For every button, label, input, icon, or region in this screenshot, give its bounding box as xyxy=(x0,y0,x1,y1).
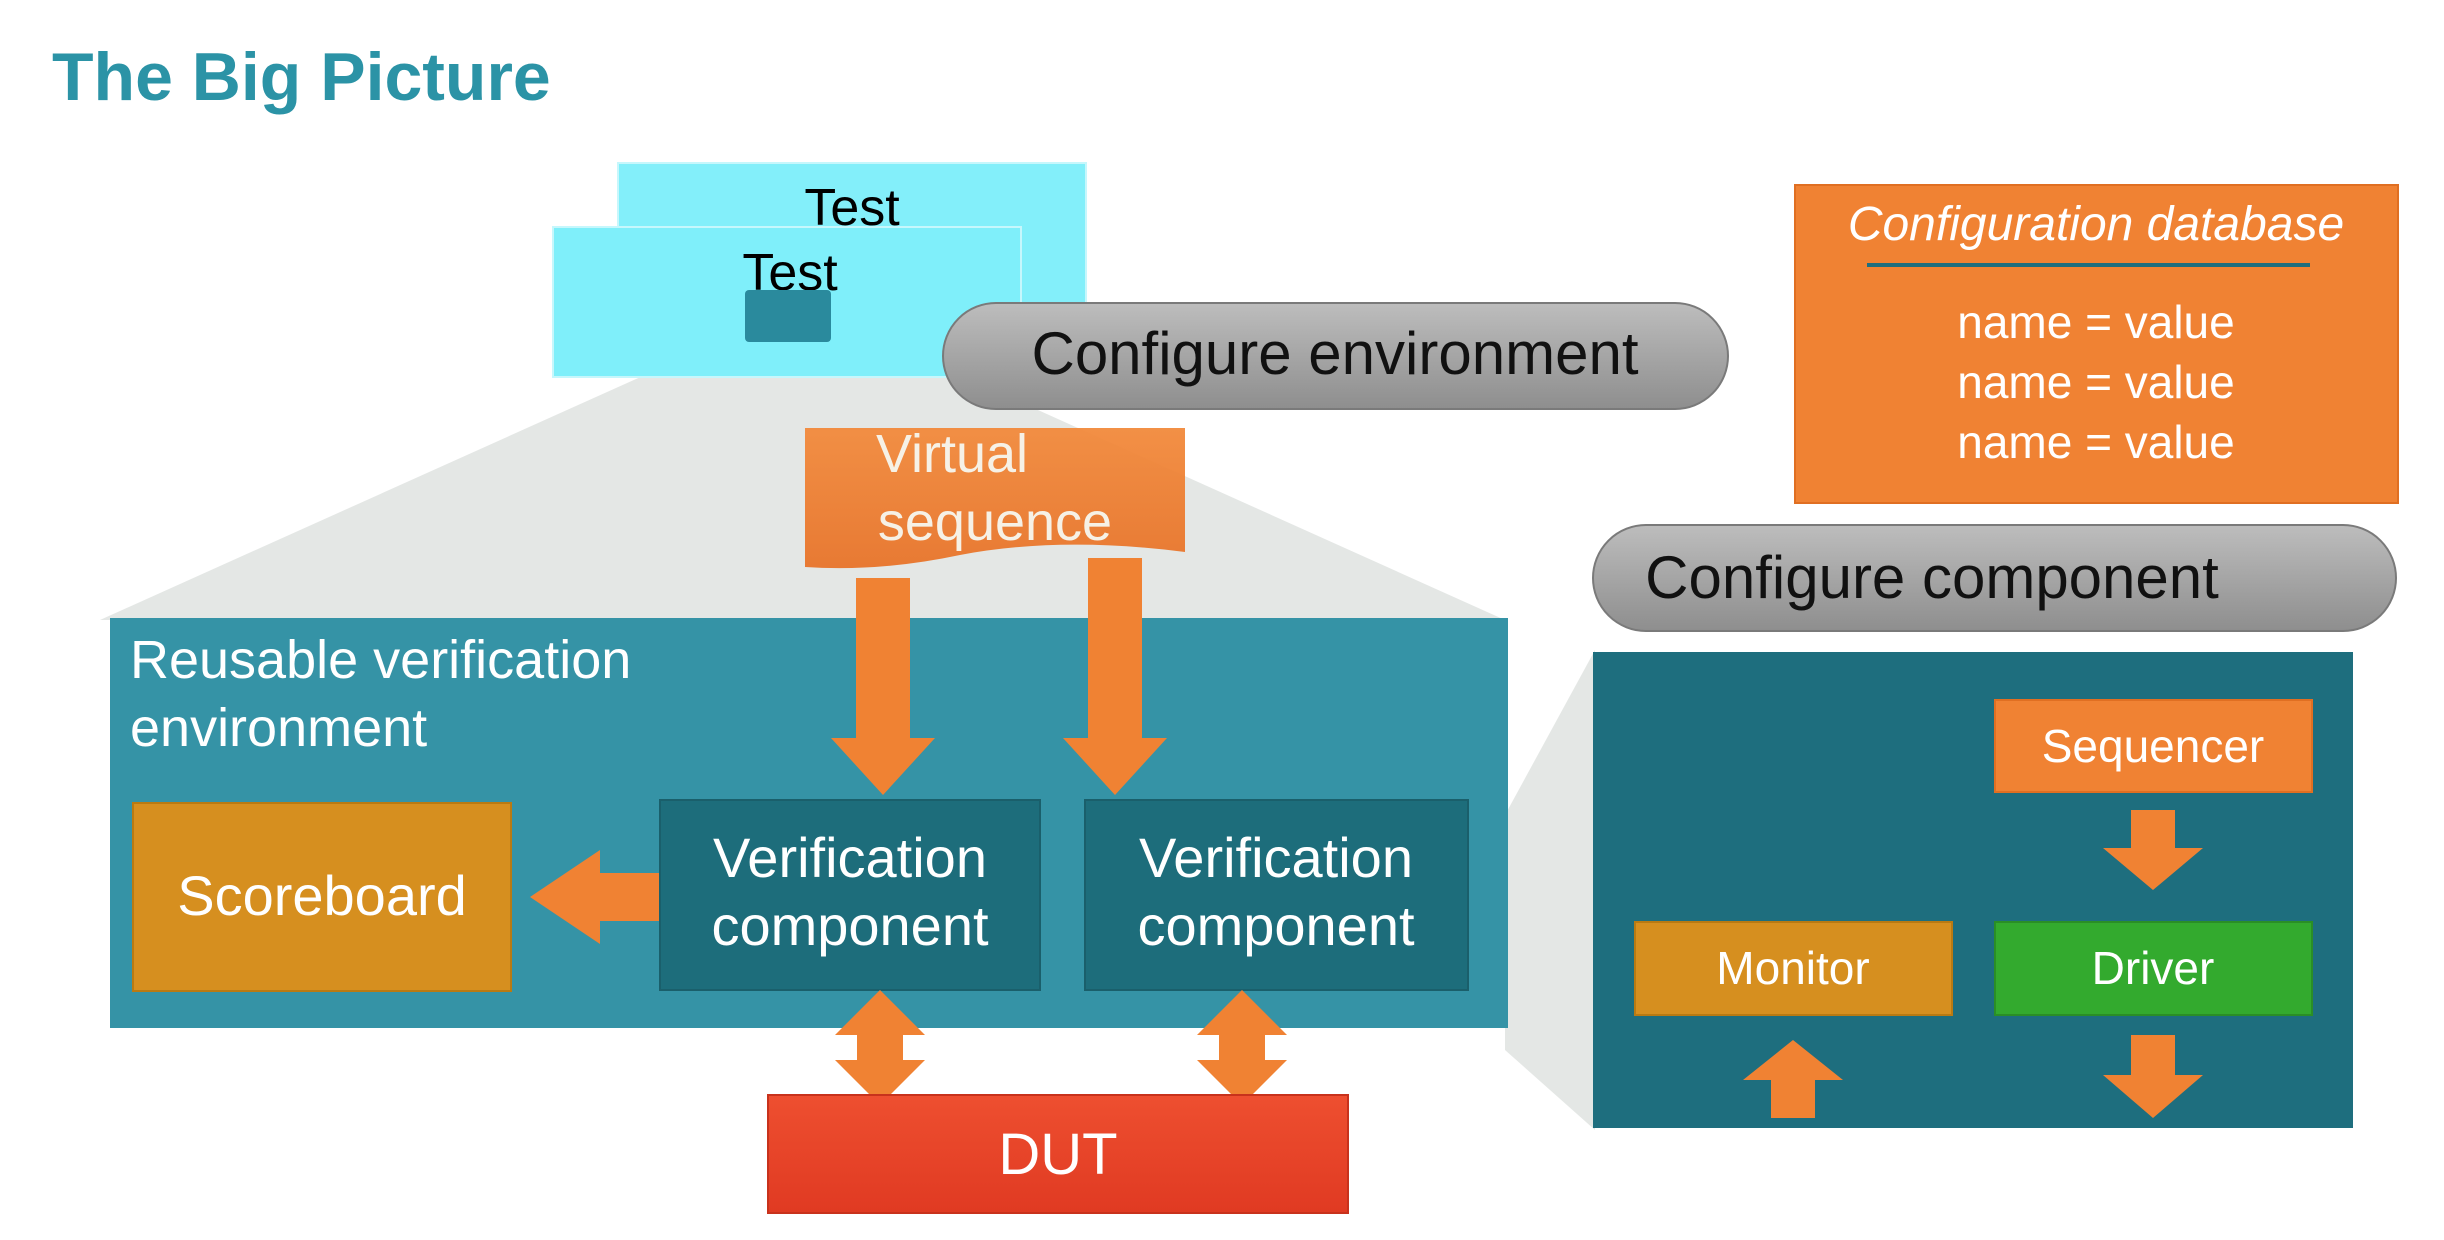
scoreboard-label: Scoreboard xyxy=(177,864,467,927)
dut-box xyxy=(767,1094,1349,1214)
config-database-entry-1: name = value xyxy=(1957,296,2234,348)
sequencer-box xyxy=(1994,699,2313,793)
driver-output-arrow xyxy=(2103,1035,2203,1118)
sequencer-driver-arrow xyxy=(2103,810,2203,890)
verification-component-1-line1: Verification xyxy=(713,826,987,889)
monitor-box xyxy=(1634,921,1953,1016)
verification-component-2-line2: component xyxy=(1137,894,1415,957)
driver-label: Driver xyxy=(2092,942,2215,994)
virtual-sequence-line2: sequence xyxy=(878,492,1112,552)
virtual-sequence-arrow-left xyxy=(831,578,935,795)
virtual-sequence-box xyxy=(805,428,1185,569)
dut-label: DUT xyxy=(998,1122,1117,1187)
configure-component-pill xyxy=(1592,524,2397,632)
config-database-title: Configuration database xyxy=(1848,198,2344,251)
configure-environment-pill xyxy=(942,302,1729,410)
dut-arrow-right xyxy=(1197,990,1287,1105)
environment-label-line1: Reusable verification xyxy=(130,630,631,690)
driver-box xyxy=(1994,921,2313,1016)
verification-component-2 xyxy=(1084,799,1469,991)
environment-label-line2: environment xyxy=(130,698,427,758)
verification-component-2-line1: Verification xyxy=(1139,826,1413,889)
config-database-entry-3: name = value xyxy=(1957,416,2234,468)
verification-component-1 xyxy=(659,799,1041,991)
zoom-wedge-component xyxy=(1505,650,1595,1130)
config-database-entry-2: name = value xyxy=(1957,356,2234,408)
configure-environment-label: Configure environment xyxy=(1031,320,1638,387)
scoreboard-box xyxy=(132,802,512,992)
scoreboard-arrow xyxy=(530,850,662,944)
monitor-input-arrow xyxy=(1743,1040,1843,1118)
virtual-sequence-line1: Virtual xyxy=(876,424,1028,484)
configure-component-label: Configure component xyxy=(1645,544,2219,611)
test-env-thumbnail xyxy=(745,290,831,342)
virtual-sequence-arrow-right xyxy=(1063,558,1167,795)
verification-component-1-line2: component xyxy=(711,894,989,957)
config-database-box xyxy=(1794,184,2399,504)
page-title: The Big Picture xyxy=(52,39,551,115)
sequencer-label: Sequencer xyxy=(2042,720,2265,772)
monitor-label: Monitor xyxy=(1716,942,1869,994)
dut-arrow-left xyxy=(835,990,925,1105)
